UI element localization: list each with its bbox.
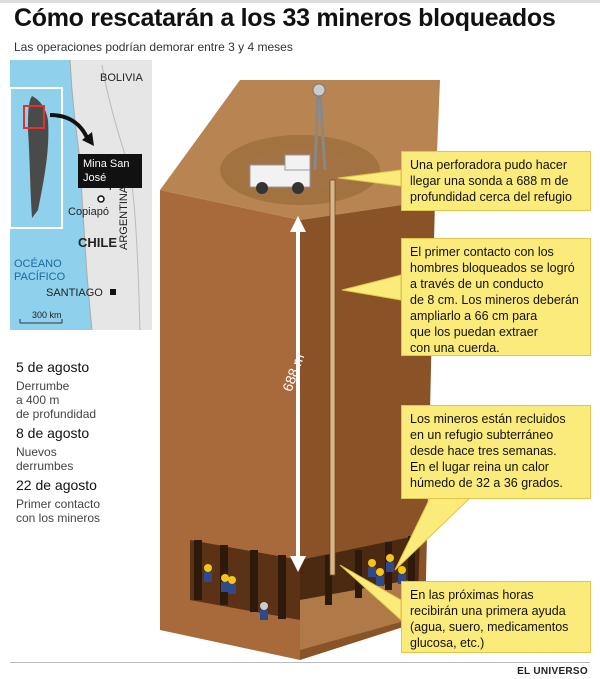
- callout-line: hombres bloqueados se logró: [410, 261, 575, 275]
- timeline-date: 22 de agosto: [16, 477, 97, 493]
- inset-highlight: [23, 105, 45, 129]
- timeline-text: con los mineros: [16, 511, 101, 525]
- timeline-text: Primer contacto: [16, 497, 101, 511]
- map-label-mina: Mina San José: [78, 154, 142, 188]
- timeline-date: 8 de agosto: [16, 425, 90, 441]
- callout-line: Una perforadora pudo hacer: [410, 158, 568, 172]
- callout-line: húmedo de 32 a 36 grados.: [410, 476, 563, 490]
- map-label-santiago: SANTIAGO: [46, 287, 103, 299]
- map-label-bolivia: BOLIVIA: [100, 72, 143, 84]
- map-graphic: [9, 59, 152, 331]
- inset-map: [9, 87, 63, 229]
- callout-line: a través de un conducto: [410, 277, 544, 291]
- timeline-event: 5 de agosto Derrumbe a 400 m de profundi…: [16, 359, 96, 421]
- callout-line: ampliarlo a 66 cm para: [410, 309, 538, 323]
- timeline-text: Derrumbe: [16, 379, 70, 393]
- santiago-marker: [110, 289, 116, 295]
- callout-line: En el lugar reina un calor: [410, 460, 549, 474]
- map-label-copiapo: Copiapó: [68, 206, 109, 218]
- callout-line: con una cuerda.: [410, 341, 500, 355]
- timeline-date: 5 de agosto: [16, 359, 90, 375]
- callout-line: de 8 cm. Los mineros deberán: [410, 293, 579, 307]
- drill-rig: [249, 83, 327, 194]
- map-label-chile: CHILE: [78, 235, 117, 250]
- callout-line: recibirán una primera ayuda: [410, 604, 566, 618]
- callout-line: en un refugio subterráneo: [410, 428, 554, 442]
- callout-contact: El primer contacto con los hombres bloqu…: [401, 238, 591, 356]
- callout-line: En las próximas horas: [410, 588, 534, 602]
- callout-line: profundidad cerca del refugio: [410, 190, 572, 204]
- zoom-arrow: [49, 113, 90, 141]
- timeline-event: 22 de agosto Primer contacto con los min…: [16, 477, 100, 525]
- callout-line: llegar una sonda a 688 m de: [410, 174, 569, 188]
- callout-line: desde hace tres semanas.: [410, 444, 557, 458]
- timeline-event: 8 de agosto Nuevos derrumbes: [16, 425, 89, 473]
- map-label-argentina: ARGENTINA: [118, 185, 130, 250]
- map-label-scale: 300 km: [32, 310, 62, 320]
- mine-cross-section: 688 m: [150, 60, 450, 660]
- map-label-oceano: OCÉANO PACÍFICO: [14, 258, 66, 283]
- callout-line: (agua, suero, medicamentos: [410, 620, 569, 634]
- underground-refuge: [190, 540, 300, 620]
- borehole: [329, 179, 336, 576]
- page-subtitle: Las operaciones podrían demorar entre 3 …: [14, 40, 293, 54]
- timeline-text: a 400 m: [16, 393, 60, 407]
- top-rule: [0, 0, 600, 3]
- location-map: BOLIVIA Mina San José Copiapó CHILE OCÉA…: [9, 59, 152, 331]
- callout-help: En las próximas horas recibirán una prim…: [401, 581, 591, 653]
- page-title: Cómo rescatarán a los 33 mineros bloquea…: [14, 4, 556, 32]
- callout-line: El primer contacto con los: [410, 245, 554, 259]
- callout-line: glucosa, etc.): [410, 636, 485, 650]
- callout-refuge: Los mineros están recluidos en un refugi…: [401, 405, 591, 499]
- timeline-text: derrumbes: [16, 459, 74, 473]
- callout-line: que los puedan extraer: [410, 325, 538, 339]
- brand-label: EL UNIVERSO: [517, 666, 588, 677]
- copiapo-marker: [97, 195, 105, 203]
- callout-line: Los mineros están recluidos: [410, 412, 566, 426]
- timeline-text: de profundidad: [16, 407, 97, 421]
- timeline-text: Nuevos: [16, 445, 57, 459]
- callout-drill: Una perforadora pudo hacer llegar una so…: [401, 151, 591, 211]
- footer-rule: [10, 662, 590, 663]
